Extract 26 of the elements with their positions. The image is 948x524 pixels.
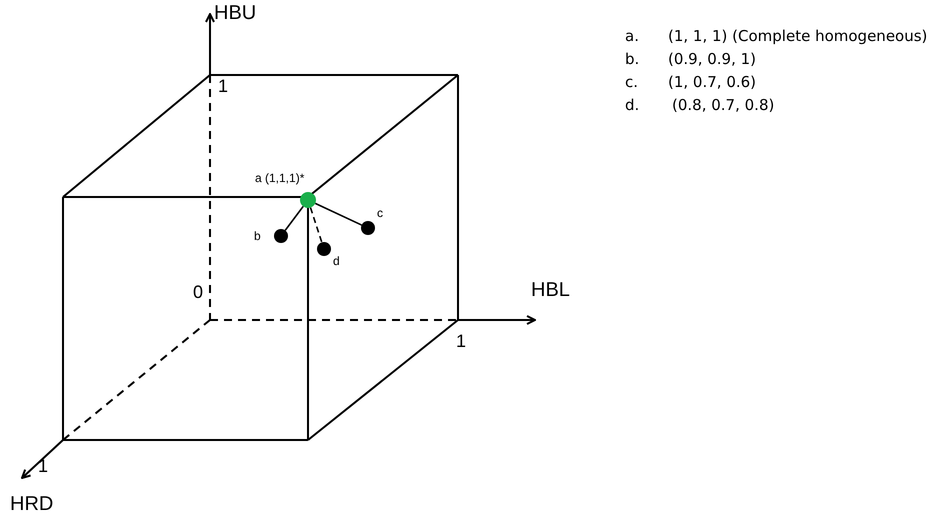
connector-line	[314, 202, 362, 226]
list-marker: a.	[625, 29, 639, 44]
tick-label: 0	[193, 283, 204, 301]
connector-line	[310, 207, 323, 243]
tick-label: 1	[218, 77, 228, 95]
list-marker: c.	[625, 75, 638, 90]
point-dot	[361, 221, 375, 235]
point-label: a (1,1,1)*	[255, 172, 304, 184]
point-label: b	[254, 230, 261, 242]
list-marker: b.	[625, 52, 640, 67]
tick-label: 1	[456, 332, 466, 350]
point-dot	[300, 192, 316, 208]
connector-line	[284, 206, 304, 231]
point-dot	[317, 242, 331, 256]
list-marker: d.	[625, 98, 640, 113]
axis-label: HRD	[10, 494, 54, 514]
axis-label: HBL	[531, 280, 570, 300]
point-label: d	[333, 255, 340, 267]
list-item: (0.8, 0.7, 0.8)	[672, 98, 774, 113]
tick-label: 1	[38, 457, 48, 475]
list-item: (1, 0.7, 0.6)	[668, 75, 756, 90]
point-dot	[274, 229, 288, 243]
list-item: (0.9, 0.9, 1)	[668, 52, 756, 67]
list-item: (1, 1, 1) (Complete homogeneous)	[668, 29, 928, 44]
point-label: c	[377, 207, 383, 219]
axis-label: HBU	[214, 3, 256, 23]
